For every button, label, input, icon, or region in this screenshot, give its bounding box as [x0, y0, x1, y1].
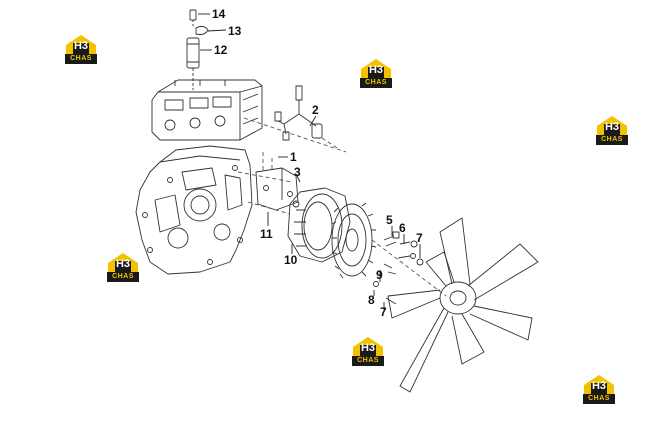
house-icon — [108, 253, 138, 274]
wire-harness — [274, 85, 323, 141]
cylinder-head — [151, 79, 263, 141]
callout-11: 11 — [260, 227, 273, 241]
watermark-sub: CHAS — [583, 394, 615, 404]
house-icon — [584, 375, 614, 396]
watermark-logo-4: H3 CHAS — [106, 252, 140, 284]
callout-9: 9 — [376, 268, 383, 282]
assembly-guides — [237, 117, 447, 297]
callout-8: 8 — [368, 293, 375, 307]
callout-5: 5 — [386, 213, 393, 227]
callout-12: 12 — [214, 43, 228, 57]
callout-10: 10 — [284, 253, 298, 267]
fan-hub-pulley — [331, 202, 377, 279]
watermark-sub: CHAS — [65, 54, 97, 64]
watermark-logo-3: H3 CHAS — [595, 115, 629, 147]
watermark-mark: H3 — [73, 40, 89, 52]
house-icon — [66, 35, 96, 56]
watermark-mark: H3 — [360, 342, 376, 354]
watermark-mark: H3 — [115, 258, 131, 270]
house-icon — [353, 337, 383, 358]
house-icon — [361, 59, 391, 80]
callout-7-upper: 7 — [416, 231, 423, 245]
watermark-sub: CHAS — [352, 356, 384, 366]
watermark-mark: H3 — [368, 64, 384, 76]
callout-1: 1 — [290, 150, 297, 164]
callout-3: 3 — [294, 165, 301, 179]
valve-assembly — [186, 9, 209, 90]
watermark-logo-6: H3 CHAS — [582, 374, 616, 406]
watermark-logo-1: H3 CHAS — [64, 34, 98, 66]
callout-7-lower: 7 — [380, 305, 387, 319]
callout-13: 13 — [228, 24, 242, 38]
leader-lines — [198, 13, 421, 310]
bolts — [373, 231, 424, 305]
house-icon — [597, 116, 627, 137]
watermark-sub: CHAS — [360, 78, 392, 88]
watermark-sub: CHAS — [107, 272, 139, 282]
watermark-mark: H3 — [604, 121, 620, 133]
callout-2: 2 — [312, 103, 319, 117]
watermark-logo-2: H3 CHAS — [359, 58, 393, 90]
watermark-sub: CHAS — [596, 135, 628, 145]
watermark-mark: H3 — [591, 380, 607, 392]
callout-14: 14 — [212, 7, 226, 21]
mounting-bracket — [255, 167, 299, 211]
cooling-fan — [387, 217, 539, 393]
gear-housing — [135, 145, 253, 275]
callout-6: 6 — [399, 221, 406, 235]
watermark-logo-5: H3 CHAS — [351, 336, 385, 368]
